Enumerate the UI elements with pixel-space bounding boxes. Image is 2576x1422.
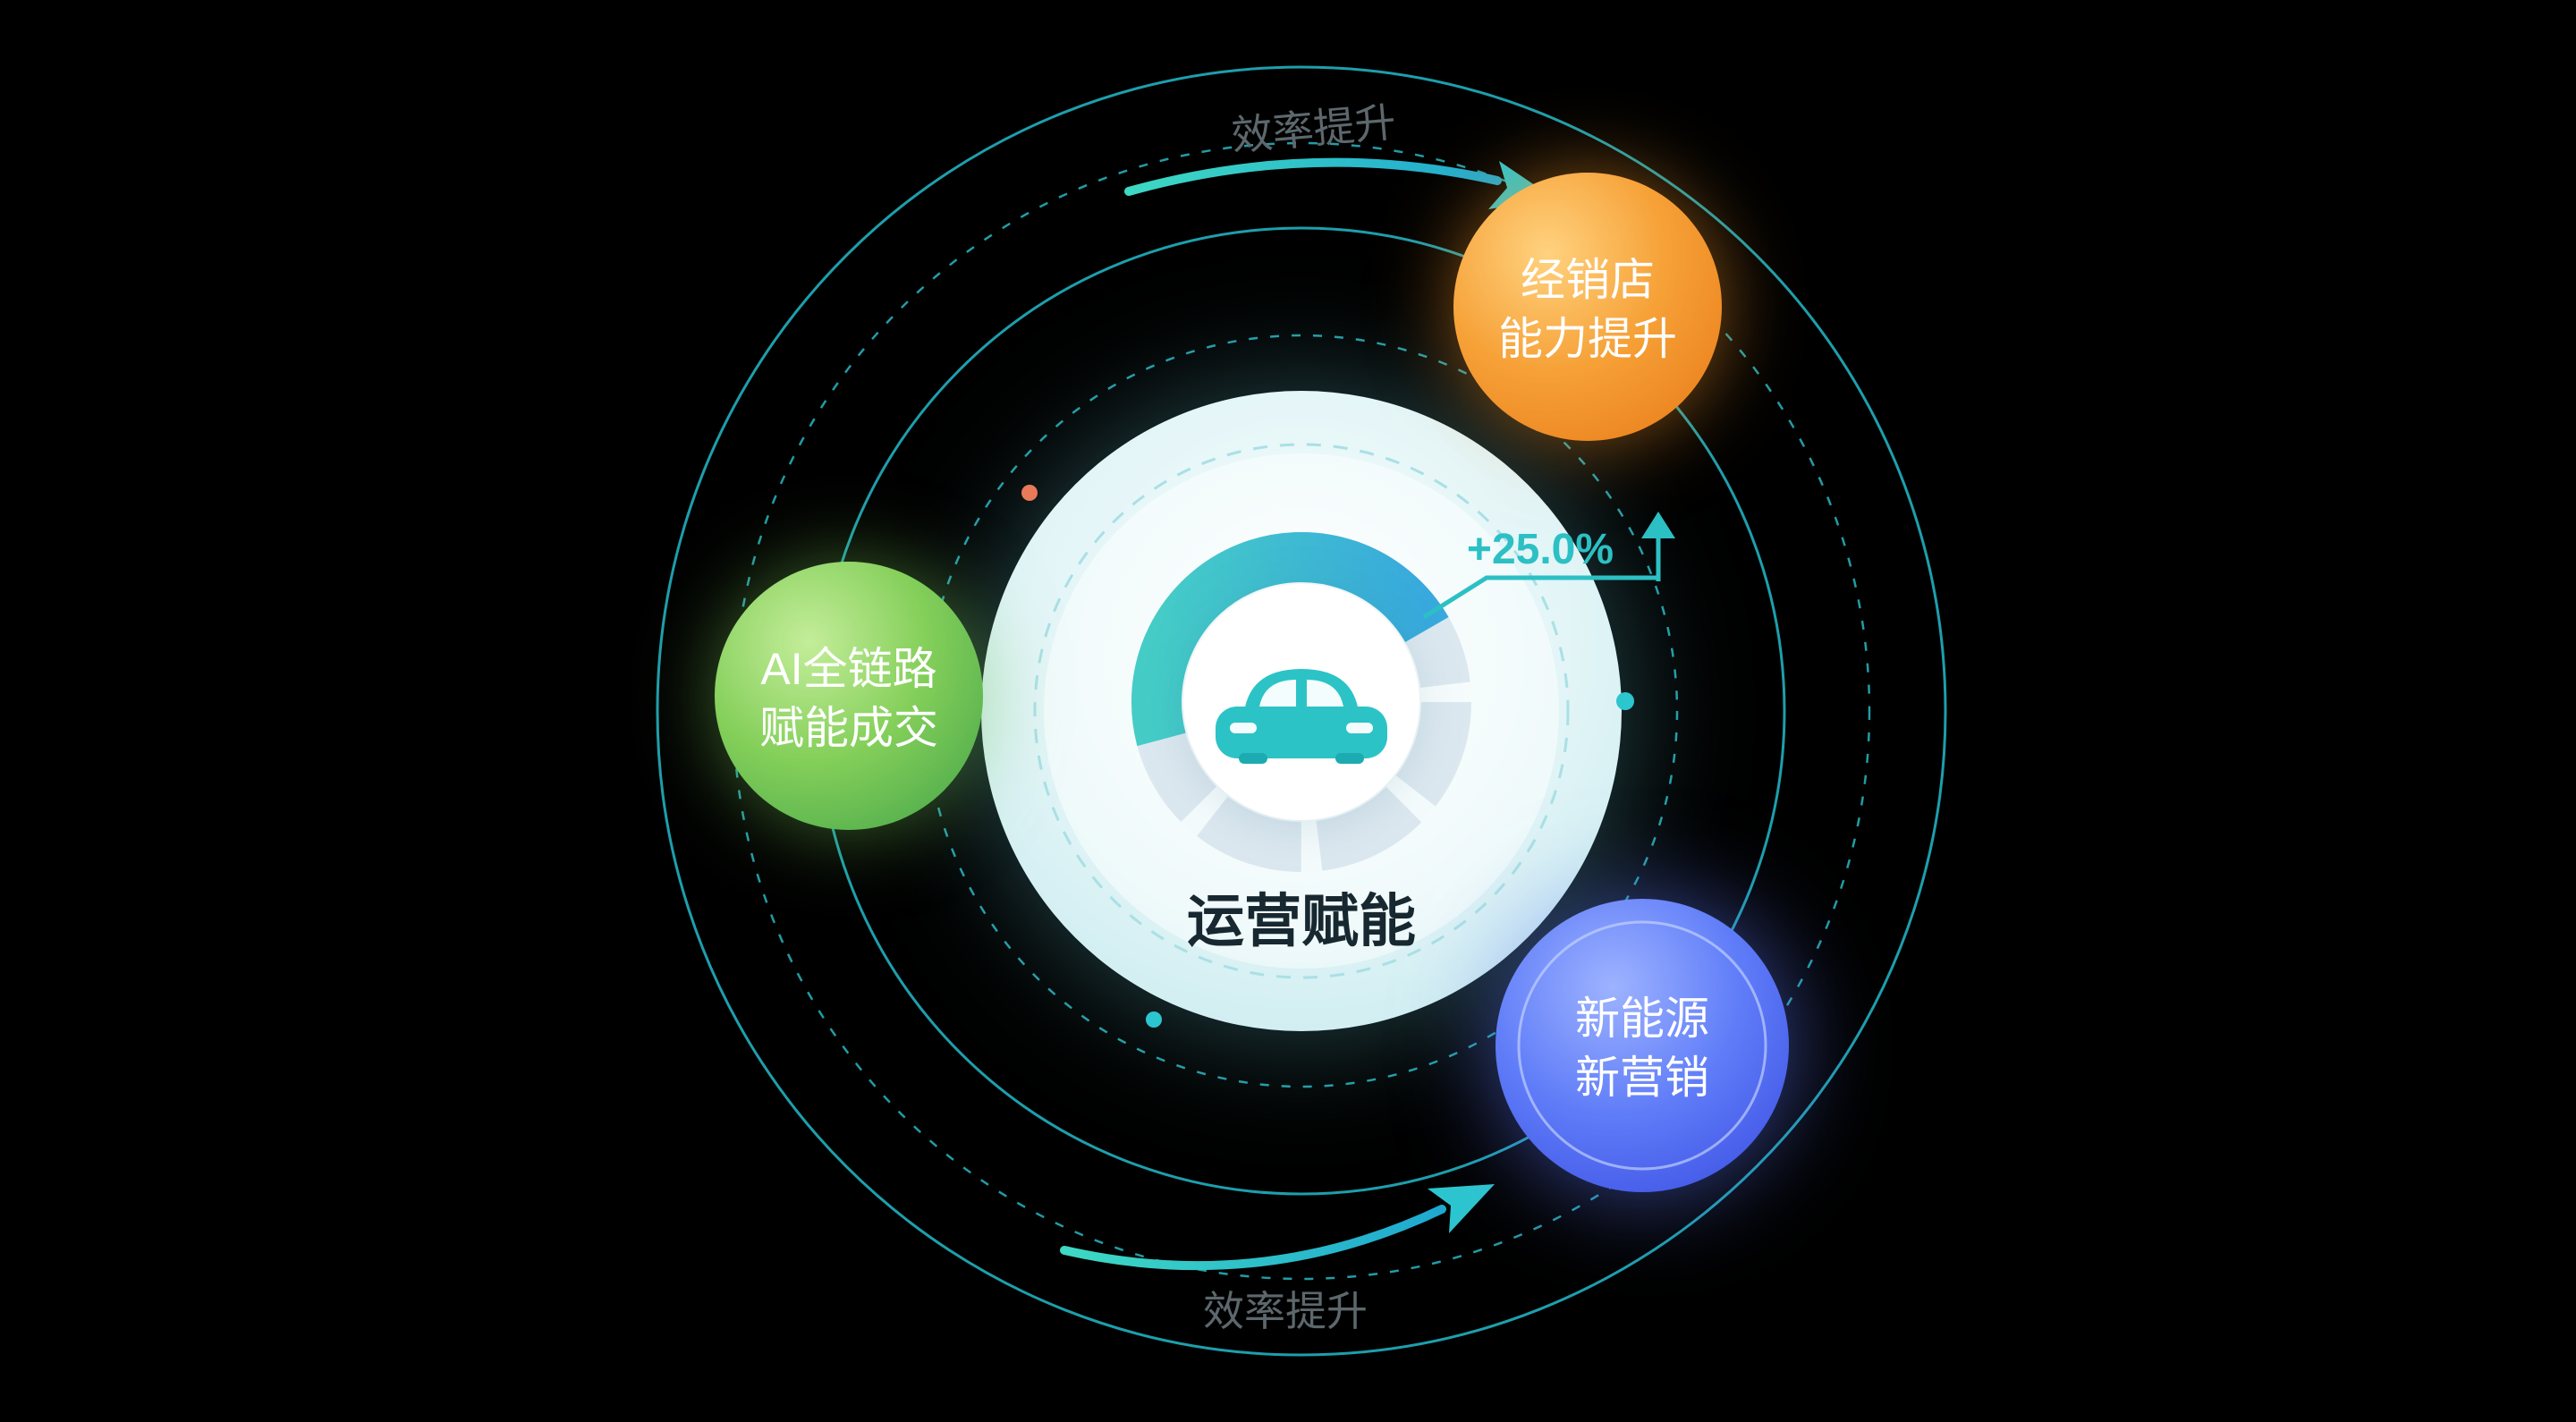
efficiency-label-top: 效率提升 (1230, 98, 1398, 159)
bubble-nev-label-line2: 新营销 (1575, 1053, 1709, 1103)
bubble-dealer: 经销店 能力提升 (1453, 173, 1722, 441)
efficiency-label-bottom: 效率提升 (1203, 1288, 1368, 1334)
bubble-nev-circle (1496, 899, 1789, 1192)
bubble-ai: AI全链路 赋能成交 (715, 562, 983, 830)
car-icon (1216, 669, 1387, 764)
center-bubble: 运营赋能 (981, 391, 1622, 1031)
gauge-track (1131, 532, 1471, 872)
center-dashed-ring (1033, 443, 1570, 979)
orbit-ring-dashed-inner (924, 334, 1679, 1088)
dot-teal-right (1616, 692, 1634, 710)
bubble-nev: 新能源 新营销 (1496, 899, 1789, 1192)
bubble-dealer-label-line1: 经销店 (1521, 255, 1655, 305)
metric-callout: +25.0% (1422, 512, 1675, 620)
curved-flow-arrow-icon-top (1124, 157, 1502, 196)
dot-teal-bottom-left (1146, 1011, 1162, 1028)
metric-value: +25.0% (1467, 526, 1614, 573)
bubble-ai-circle (715, 562, 983, 830)
bubble-ai-label-line1: AI全链路 (760, 644, 936, 694)
bubble-nev-label-line1: 新能源 (1575, 994, 1709, 1044)
bubble-nev-inner-ring (1517, 920, 1767, 1171)
gauge-arc (1131, 531, 1449, 747)
bubble-dealer-circle (1453, 173, 1722, 441)
bubble-ai-label-line2: 赋能成交 (759, 703, 938, 753)
orbit-ring-outer (656, 65, 1947, 1357)
center-label: 运营赋能 (1187, 889, 1416, 953)
curved-flow-arrowhead-bottom (1428, 1184, 1495, 1233)
curved-flow-arrow-icon-bottom (1060, 1205, 1446, 1271)
dot-orange (1021, 485, 1038, 501)
metric-callout-line (1422, 575, 1658, 620)
up-arrow-icon (1641, 512, 1675, 538)
bubble-dealer-label-line2: 能力提升 (1498, 314, 1677, 364)
